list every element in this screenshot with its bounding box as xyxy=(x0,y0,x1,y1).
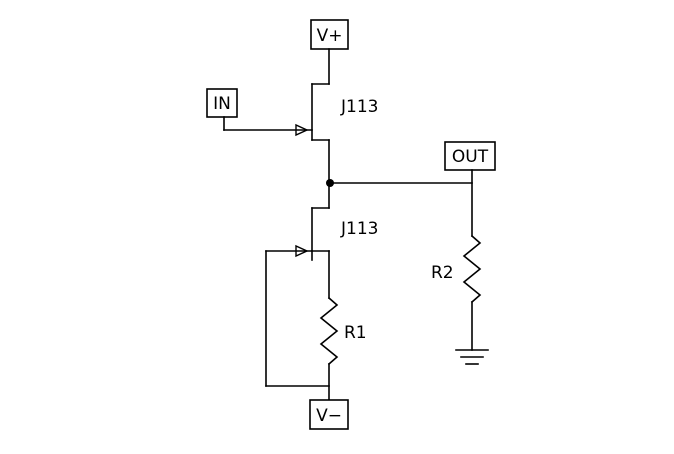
output-label: OUT xyxy=(452,147,489,167)
vplus-label: V+ xyxy=(317,26,343,46)
vminus-terminal: V− xyxy=(309,399,349,430)
q2-part-label: J113 xyxy=(340,219,378,239)
vminus-label: V− xyxy=(316,406,342,426)
input-terminal: IN xyxy=(206,88,238,118)
q2-gate-arrow xyxy=(295,244,309,258)
q2-jfet-symbol xyxy=(265,207,330,261)
r1-resistor xyxy=(319,296,339,366)
q1-part-label: J113 xyxy=(340,97,378,117)
r2-label: R2 xyxy=(431,263,454,283)
q1-jfet-symbol xyxy=(223,83,330,141)
ground-icon xyxy=(455,349,489,365)
input-label: IN xyxy=(213,94,231,114)
vplus-terminal: V+ xyxy=(310,19,349,50)
r2-resistor xyxy=(462,234,482,304)
r1-label: R1 xyxy=(344,323,367,343)
output-terminal: OUT xyxy=(444,141,496,171)
q1-gate-arrow xyxy=(295,123,309,137)
